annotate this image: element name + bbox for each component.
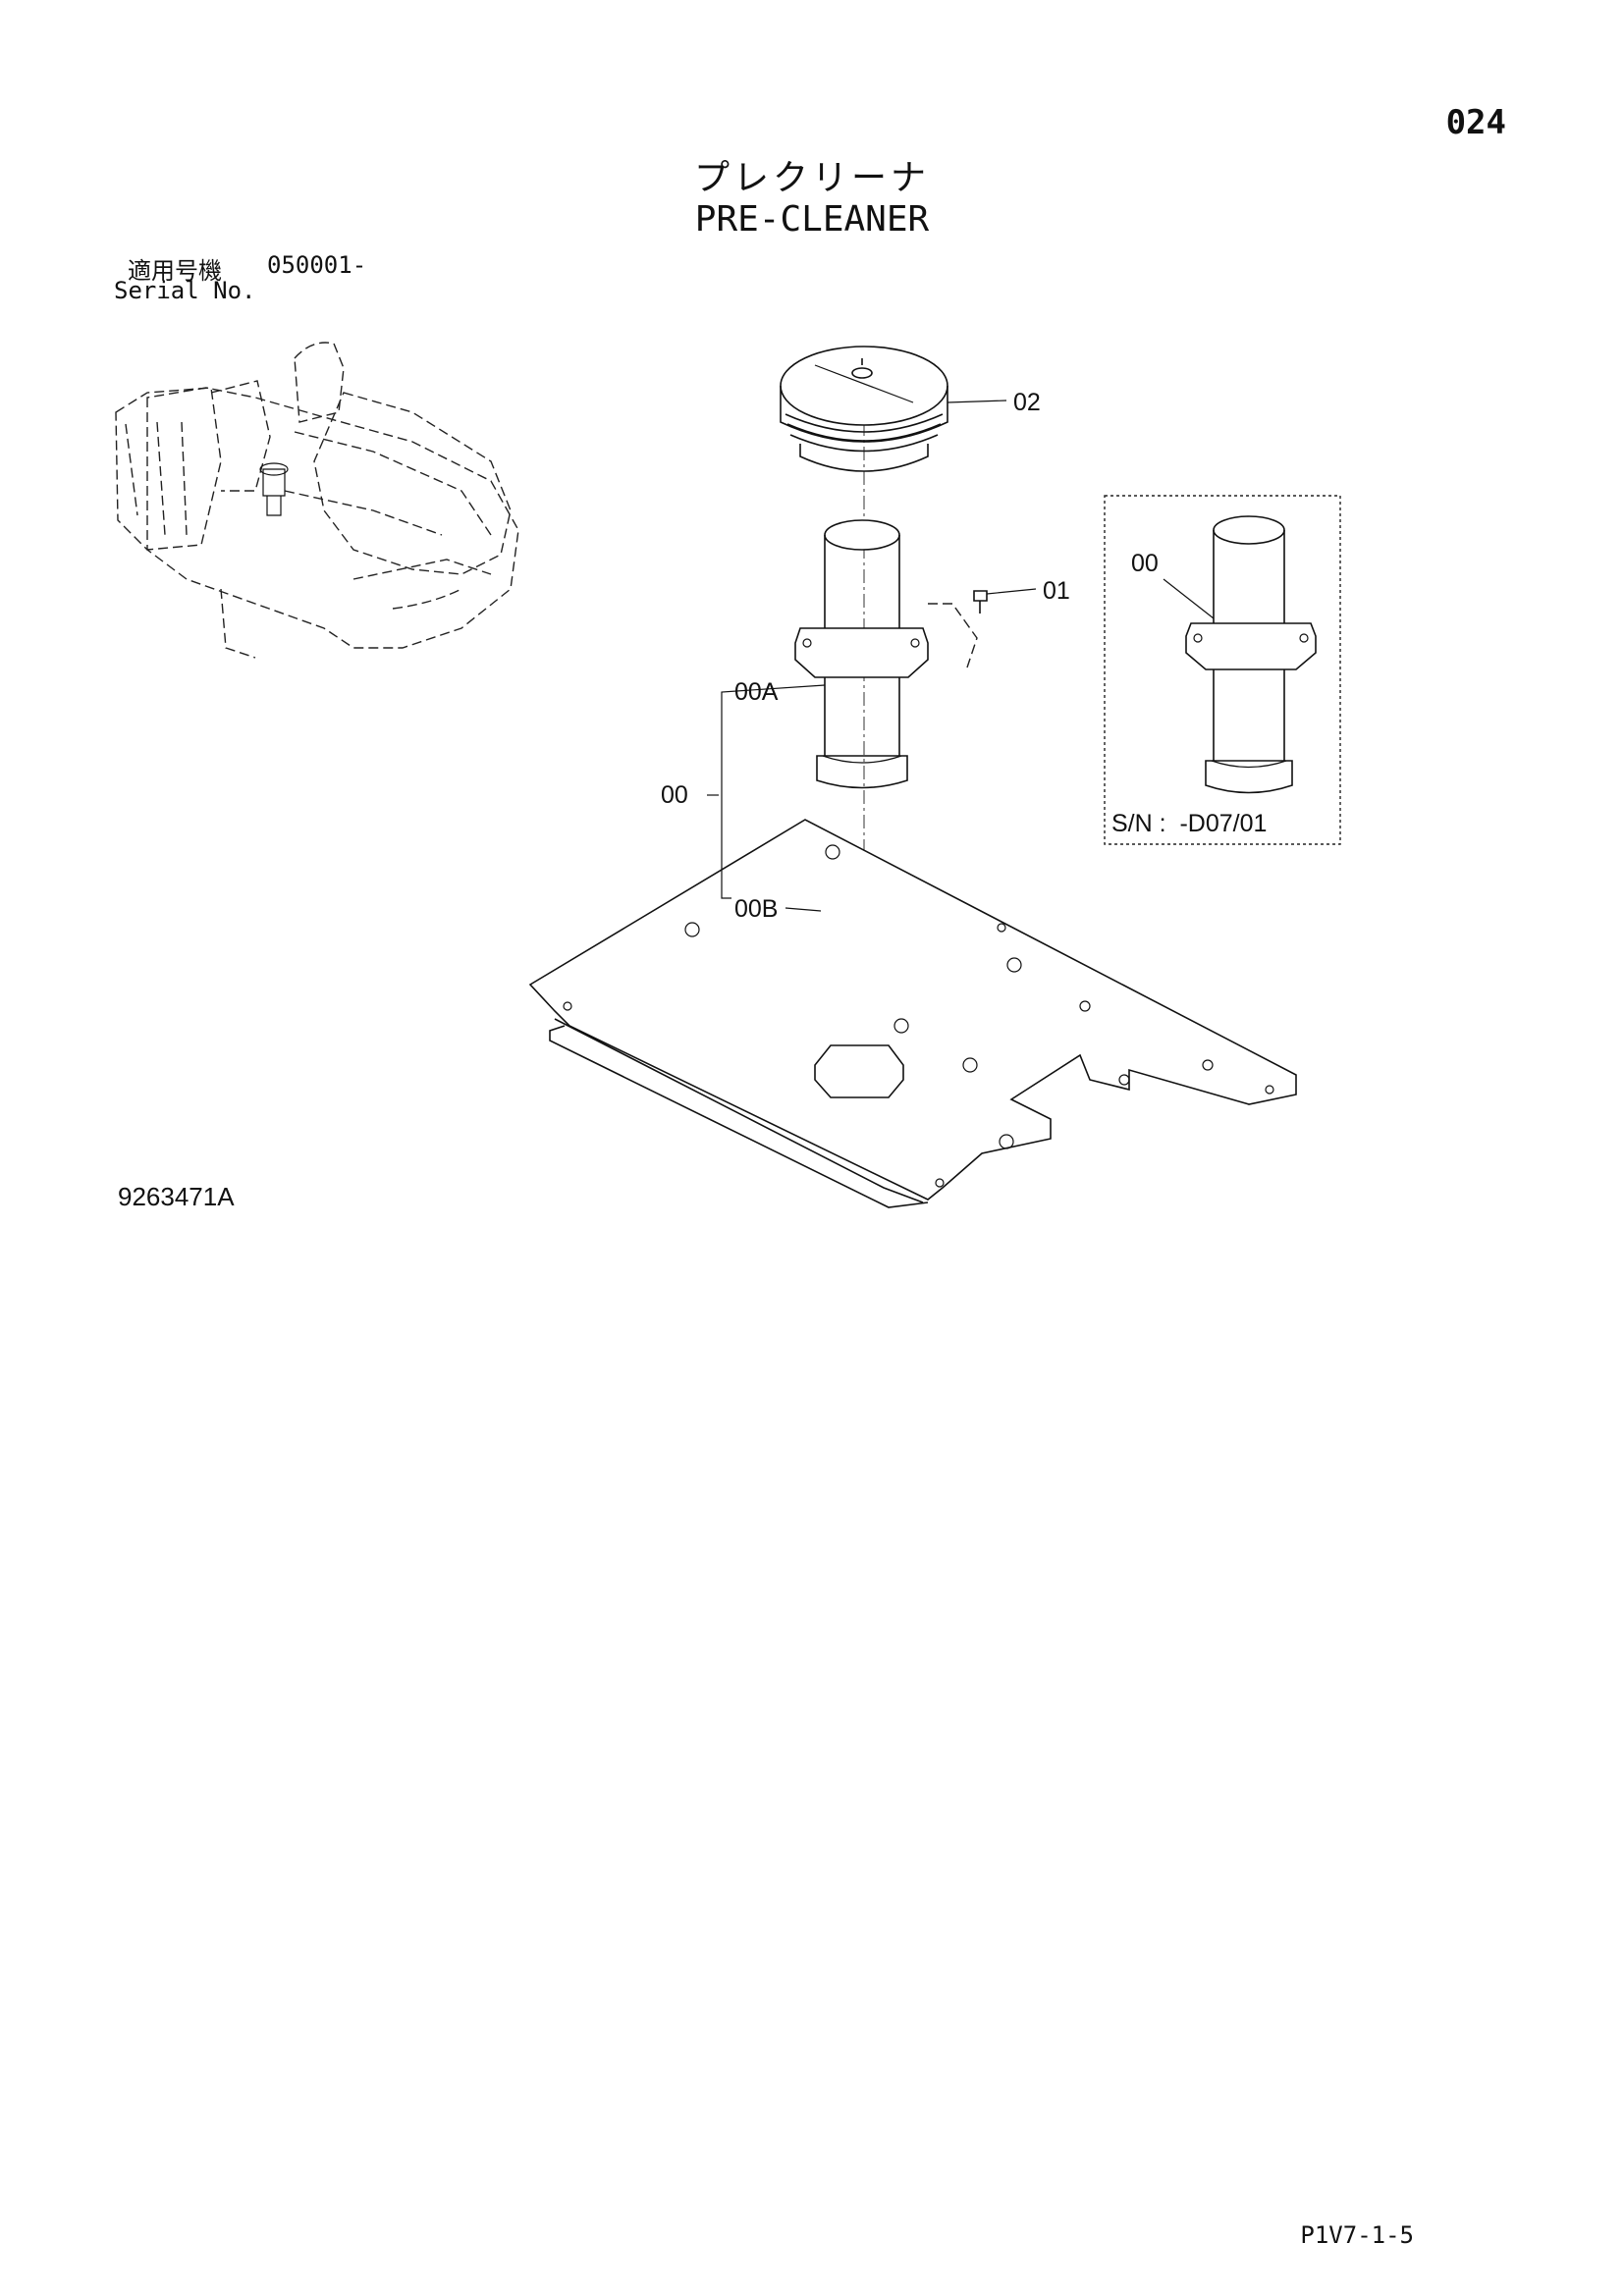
title-english: PRE-CLEANER: [694, 199, 930, 240]
serial-label-japanese: 適用号機: [128, 257, 222, 285]
callout-00A: 00A: [734, 678, 779, 706]
title-japanese: プレクリーナ: [693, 158, 930, 198]
page-code: P1V7-1-5: [1300, 2221, 1414, 2249]
serial-value: 050001-: [267, 251, 367, 279]
base-plate: [528, 819, 1297, 1208]
callout-02: 02: [1013, 389, 1041, 416]
machine-overview-illustration: [115, 342, 519, 659]
inset-serial-range: S/N : -D07/01: [1111, 810, 1267, 837]
bolt-part-01: [928, 590, 988, 668]
drawing-number: 9263471A: [118, 1182, 235, 1211]
page-number: 024: [1445, 103, 1506, 142]
serial-label-english: Serial No.: [114, 277, 256, 304]
callout-01: 01: [1043, 577, 1070, 605]
callout-00: 00: [661, 781, 688, 809]
callout-leaders: [707, 400, 1037, 912]
pipe-part-00A: [794, 519, 929, 789]
inset-box: [1104, 495, 1341, 845]
cover-part-02: [780, 346, 948, 472]
inset-callout-00: 00: [1131, 550, 1159, 577]
callout-00B: 00B: [734, 895, 778, 923]
